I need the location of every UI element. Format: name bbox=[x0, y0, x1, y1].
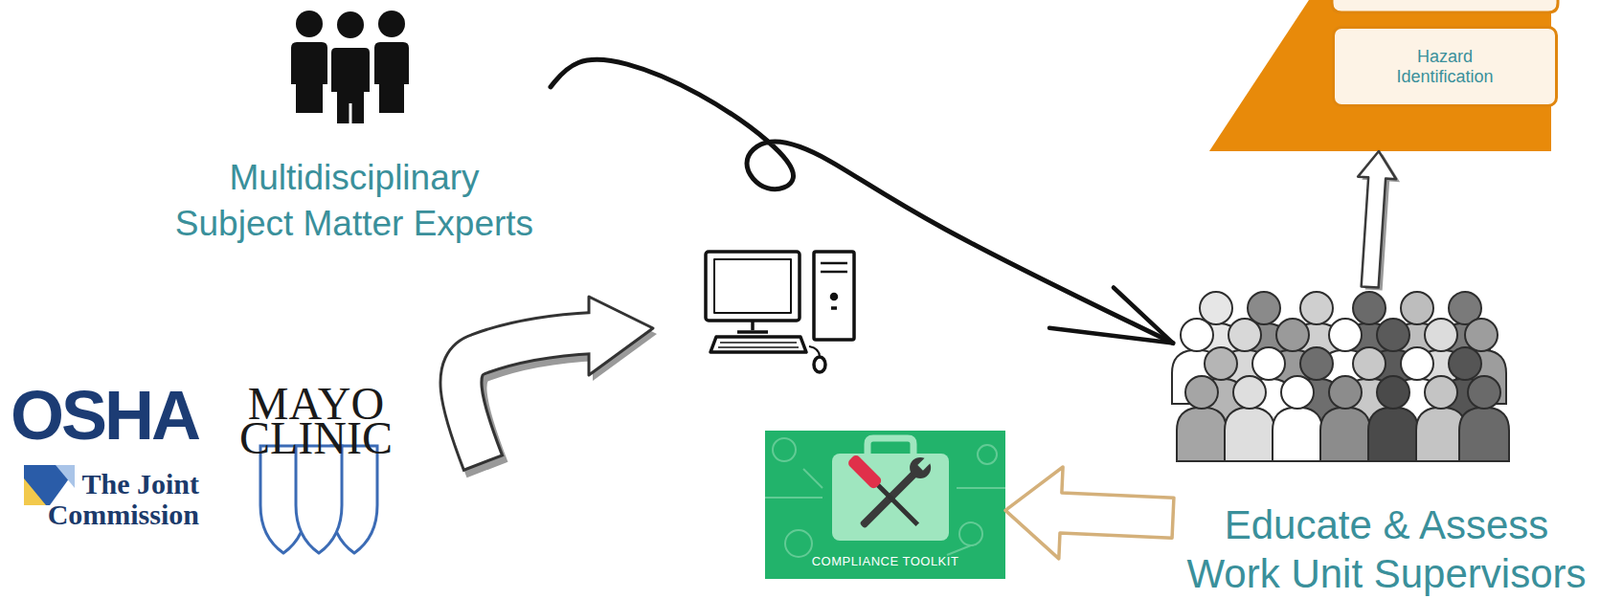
logo-text: MAYO CLINIC bbox=[229, 386, 403, 456]
audience-group: Educate & Assess Work Unit Supervisors bbox=[1172, 287, 1600, 599]
person-figure bbox=[1368, 376, 1419, 462]
wrench-symbol bbox=[917, 455, 933, 472]
node-text: Hazard Identification bbox=[1331, 25, 1558, 108]
person-legs bbox=[349, 103, 353, 126]
person-head bbox=[295, 10, 323, 38]
people-icon bbox=[157, 0, 551, 240]
person-figure bbox=[1224, 376, 1275, 462]
person-head bbox=[335, 9, 366, 41]
person-figure bbox=[1272, 376, 1323, 462]
arrow-outline bbox=[460, 333, 594, 465]
person-body bbox=[291, 42, 328, 113]
monitor-stand bbox=[737, 320, 768, 333]
logo-text: The Joint Commission bbox=[26, 469, 200, 531]
arrow-shadow bbox=[1361, 154, 1400, 292]
tower-detail bbox=[831, 306, 837, 311]
case-handle bbox=[867, 438, 914, 454]
monitor bbox=[705, 251, 800, 321]
shield bbox=[295, 446, 342, 554]
computer-tower bbox=[813, 251, 855, 340]
gear-pattern bbox=[959, 522, 983, 546]
logo-mark bbox=[23, 478, 46, 506]
wrench-symbol bbox=[905, 452, 936, 483]
crowd-illustration bbox=[1171, 292, 1510, 462]
wrench-symbol bbox=[855, 450, 938, 534]
pyramid-shape: Hazard Identification bbox=[1209, 0, 1559, 152]
tool-case bbox=[832, 453, 949, 541]
arrow-head bbox=[588, 296, 654, 376]
mayo-shields bbox=[260, 446, 378, 554]
pyramid-level bbox=[1331, 0, 1558, 13]
logo-text: OSHA bbox=[10, 381, 231, 451]
power-button bbox=[832, 294, 837, 300]
connector bbox=[1357, 151, 1400, 292]
computer-icon bbox=[705, 251, 855, 373]
logo-mark bbox=[55, 465, 75, 489]
screwdriver-symbol bbox=[846, 453, 883, 491]
person-figure bbox=[1176, 376, 1227, 462]
person-figure bbox=[1459, 376, 1510, 462]
arrow-body bbox=[460, 333, 594, 462]
block-arrow bbox=[1005, 467, 1174, 560]
person-head bbox=[378, 10, 406, 38]
people-icon bbox=[291, 9, 409, 126]
toolkit-box: COMPLIANCE TOOLKIT bbox=[765, 430, 1006, 580]
connector bbox=[1005, 467, 1174, 560]
person-figure bbox=[1320, 376, 1371, 462]
curved-arrow bbox=[460, 296, 657, 471]
keyboard bbox=[710, 337, 807, 353]
drive-slots bbox=[820, 263, 848, 272]
screwdriver-symbol bbox=[874, 481, 920, 527]
gear-pattern bbox=[785, 530, 812, 558]
mouse bbox=[813, 357, 826, 373]
arrow-head bbox=[1049, 288, 1173, 344]
screwdriver-symbol bbox=[846, 453, 923, 530]
node-text: Educate & Assess Work Unit Supervisors bbox=[1175, 500, 1598, 599]
keyboard-keys bbox=[718, 342, 799, 348]
gear-pattern bbox=[765, 438, 1006, 558]
sketch-arrow bbox=[550, 59, 1173, 343]
gear-pattern bbox=[977, 445, 997, 465]
screen bbox=[714, 259, 791, 314]
person-body bbox=[374, 42, 409, 113]
node-text: COMPLIANCE TOOLKIT bbox=[765, 554, 1006, 570]
mouse-cord bbox=[809, 346, 820, 358]
node-text: Multidisciplinary Subject Matter Experts bbox=[170, 155, 540, 248]
expert-group: Multidisciplinary Subject Matter Experts bbox=[157, 0, 551, 240]
person-body bbox=[329, 45, 372, 126]
gear-pattern bbox=[772, 438, 796, 462]
connector bbox=[550, 59, 1173, 343]
block-arrow bbox=[1357, 151, 1397, 289]
